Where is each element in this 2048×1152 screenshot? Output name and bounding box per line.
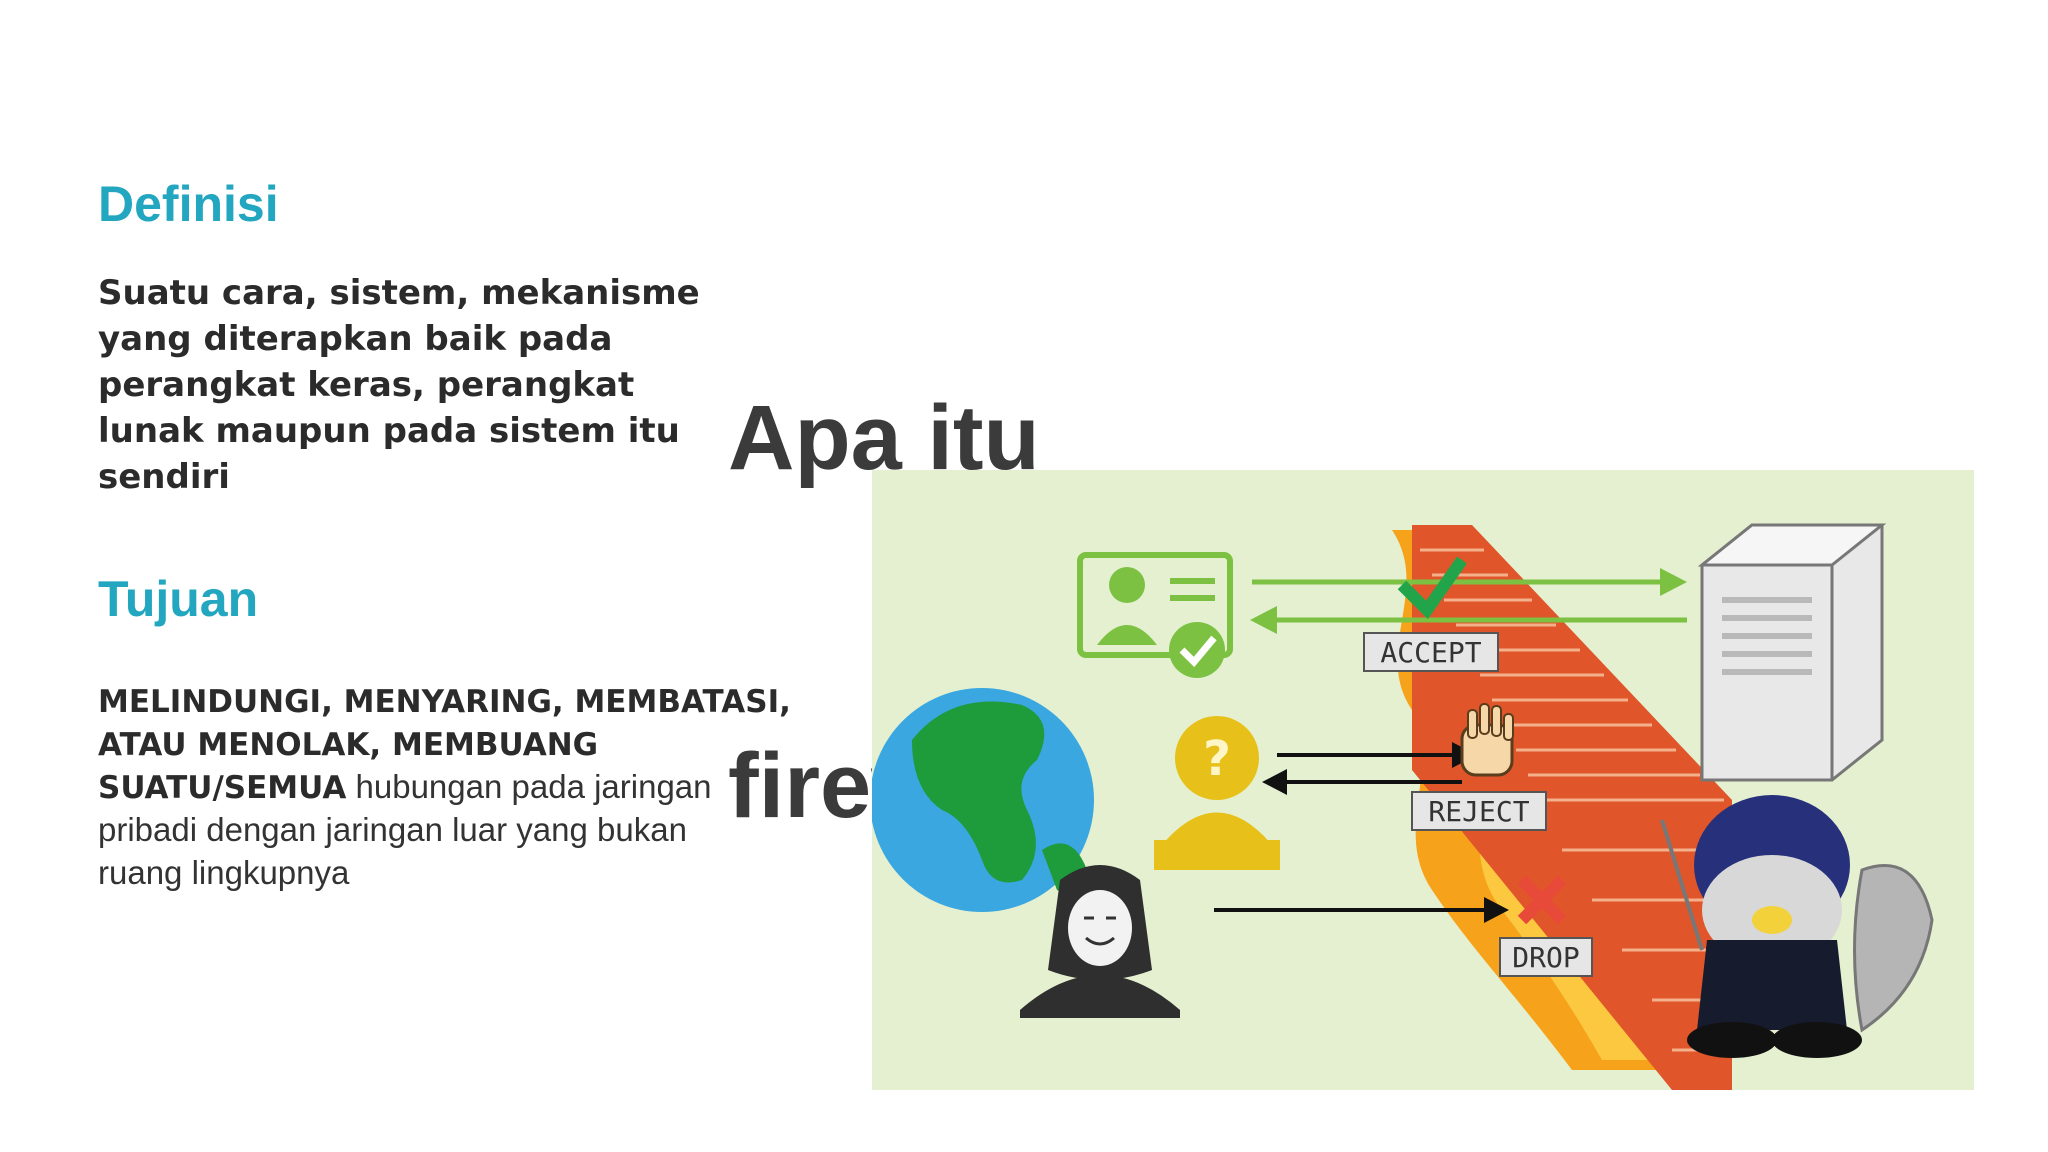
purpose-heading: Tujuan: [98, 571, 259, 627]
reject-label: REJECT: [1428, 795, 1529, 828]
definition-line: yang diterapkan baik pada: [98, 319, 613, 359]
purpose-text: MELINDUNGI, MENYARING, MEMBATASI, ATAU M…: [98, 680, 818, 895]
accept-arrows: [1250, 568, 1687, 634]
definition-line: sendiri: [98, 457, 230, 497]
definition-heading: Definisi: [98, 176, 279, 232]
firewall-illustration: ACCEPT ? REJECT: [872, 470, 1974, 1090]
definition-line: perangkat keras, perangkat: [98, 365, 635, 405]
drop-arrow: [1214, 897, 1509, 923]
server-icon: [1697, 523, 1887, 782]
accept-check-icon: [1397, 556, 1467, 620]
check-icon: [1169, 622, 1225, 678]
accept-label-box: [1363, 632, 1499, 672]
purpose-line: ATAU MENOLAK, MEMBUANG: [98, 727, 599, 763]
definition-text: Suatu cara, sistem, mekanisme yang diter…: [98, 270, 718, 500]
svg-text:?: ?: [1203, 731, 1231, 787]
x-icon: [1517, 875, 1567, 925]
hand-stop-icon: [1460, 703, 1514, 777]
firewall-illustration-svg: ACCEPT ? REJECT: [872, 523, 1934, 1090]
definition-line: lunak maupun pada sistem itu: [98, 411, 680, 451]
hacker-icon: [1020, 865, 1180, 1018]
accept-label: ACCEPT: [1380, 636, 1481, 669]
id-card-icon: [1077, 552, 1233, 658]
definition-line: Suatu cara, sistem, mekanisme: [98, 273, 700, 313]
question-user-icon: ?: [1154, 716, 1280, 870]
purpose-line: MELINDUNGI, MENYARING, MEMBATASI,: [98, 684, 791, 720]
drop-label: DROP: [1512, 941, 1579, 974]
globe-icon: [872, 688, 1094, 912]
reject-label-box: [1411, 791, 1547, 831]
purpose-line: SUATU/SEMUA hubungan pada jaringan: [98, 768, 712, 806]
penguin-guard-icon: [1660, 795, 1934, 1058]
title-line-1: Apa itu: [728, 387, 1040, 489]
drop-label-box: [1499, 937, 1593, 977]
purpose-line: pribadi dengan jaringan luar yang bukan: [98, 811, 687, 848]
purpose-line: ruang lingkupnya: [98, 854, 350, 891]
